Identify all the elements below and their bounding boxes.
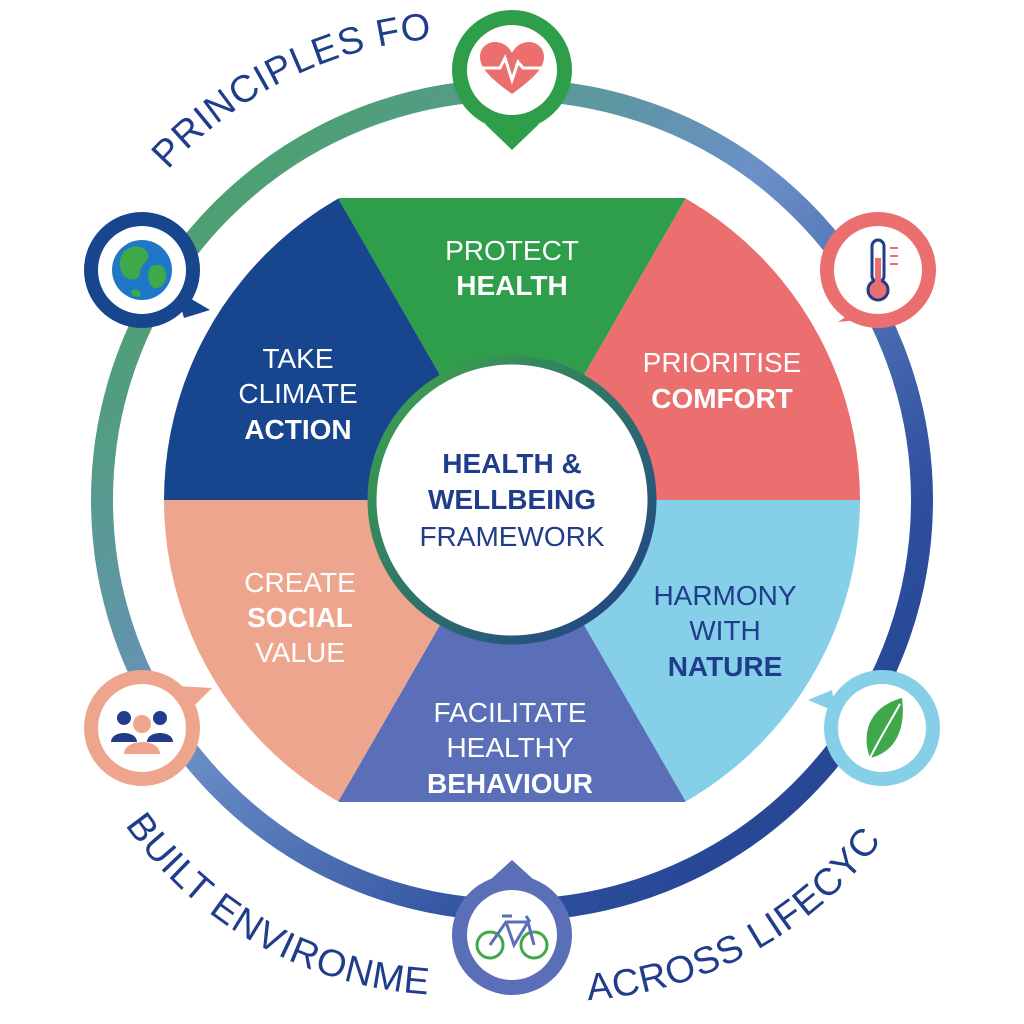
bicycle-icon (475, 914, 549, 960)
globe-badge[interactable] (84, 212, 210, 328)
behaviour-line2: HEALTHY (446, 732, 573, 763)
center-line3: FRAMEWORK (419, 521, 604, 552)
climate-line2: CLIMATE (238, 378, 357, 409)
people-icon (111, 711, 173, 754)
nature-line3: NATURE (668, 651, 783, 682)
heart-pulse-badge[interactable] (452, 10, 572, 150)
thermometer-icon (866, 238, 898, 302)
thermometer-badge[interactable] (820, 212, 936, 328)
nature-line1: HARMONY (653, 580, 796, 611)
behaviour-line1: FACILITATE (434, 697, 587, 728)
protect-line1: PROTECT (445, 235, 579, 266)
center-circle (367, 355, 657, 645)
leaf-icon (866, 698, 903, 759)
comfort-line1: PRIORITISE (643, 347, 802, 378)
protect-line2: HEALTH (456, 270, 567, 301)
comfort-line2: COMFORT (651, 383, 793, 414)
social-line3: VALUE (255, 637, 345, 668)
social-line2: SOCIAL (247, 602, 353, 633)
leaf-badge[interactable] (808, 670, 940, 786)
ring-label-top: PRINCIPLES FOR (0, 0, 434, 176)
behaviour-line3: BEHAVIOUR (427, 768, 593, 799)
climate-line3: ACTION (244, 414, 351, 445)
social-line1: CREATE (244, 567, 356, 598)
bicycle-badge[interactable] (452, 860, 572, 995)
climate-line1: TAKE (262, 343, 333, 374)
segment-protect-health[interactable] (338, 198, 686, 500)
globe-icon (112, 240, 172, 300)
nature-line2: WITH (689, 615, 761, 646)
heart-pulse-icon (480, 42, 544, 94)
people-badge[interactable] (84, 670, 212, 786)
center-line1: HEALTH & (442, 448, 581, 479)
center-line2: WELLBEING (428, 484, 596, 515)
segment-healthy-behaviour[interactable] (338, 500, 686, 802)
